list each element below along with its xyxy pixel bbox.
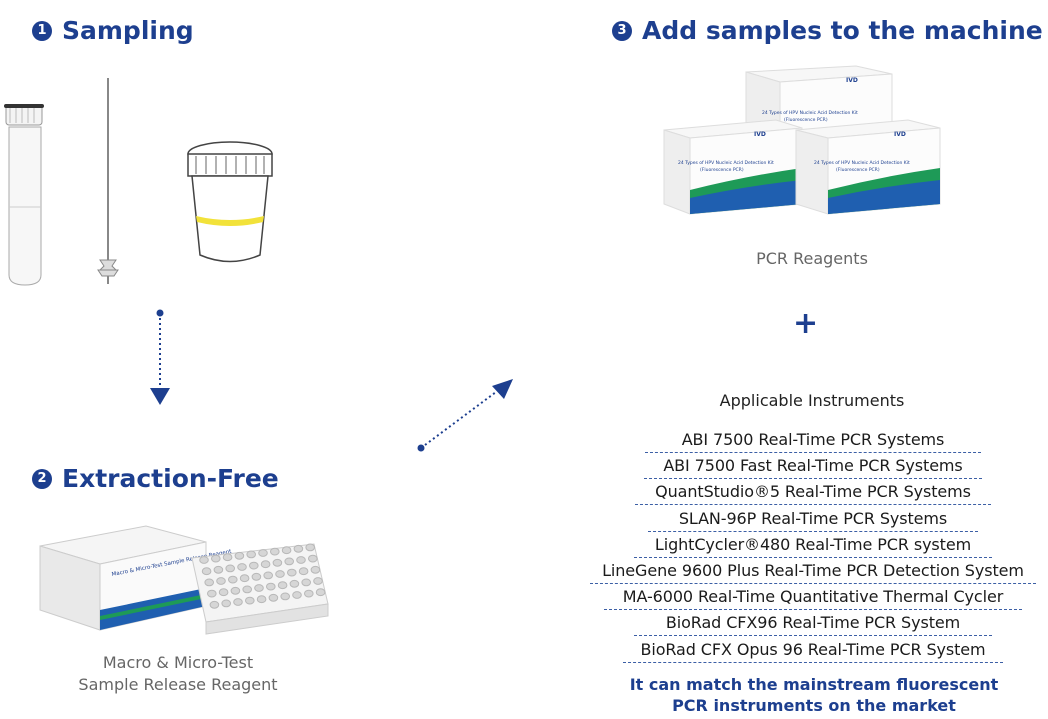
rack-well: [275, 570, 285, 578]
sample-tube-illustration: [4, 104, 44, 286]
extraction-caption-line2: Sample Release Reagent: [78, 675, 278, 694]
rack-well: [254, 584, 264, 592]
rack-well: [270, 547, 280, 556]
instrument-item: LightCycler®480 Real-Time PCR system: [634, 533, 992, 558]
rack-well: [284, 557, 294, 566]
rack-well: [293, 544, 304, 553]
extraction-caption: Macro & Micro-Test Sample Release Reagen…: [38, 652, 318, 696]
rack-well: [230, 586, 241, 595]
rack-well: [298, 567, 309, 576]
instrument-item: BioRad CFX Opus 96 Real-Time PCR System: [623, 638, 1003, 663]
rack-well: [304, 589, 314, 598]
rack-well: [201, 567, 212, 576]
rack-well: [222, 553, 233, 562]
rack-well: [237, 563, 247, 571]
rack-well: [308, 554, 318, 563]
plus-sign: +: [793, 306, 819, 341]
rack-well: [266, 582, 276, 591]
rack-well: [234, 551, 245, 560]
rack-well: [268, 593, 279, 602]
pcr-box-right-label2: (Fluorescence PCR): [836, 167, 880, 173]
instrument-item: BioRad CFX96 Real-Time PCR System: [634, 611, 992, 637]
sample-release-reagent-kit: Macro & Micro-Test Sample Release Reagen…: [39, 525, 329, 635]
rack-well: [310, 565, 321, 574]
step-1-title: 1 Sampling: [32, 16, 194, 45]
rack-well: [305, 543, 316, 552]
rack-well: [287, 568, 297, 577]
rack-well: [239, 574, 250, 583]
instrument-item: MA-6000 Real-Time Quantitative Thermal C…: [604, 585, 1022, 611]
rack-well: [216, 577, 226, 585]
step-2-label: Extraction-Free: [62, 464, 279, 493]
pcr-box-right-label1: 24 Types of HPV Nucleic Acid Detection K…: [814, 160, 910, 166]
instrument-item: ABI 7500 Real-Time PCR Systems: [645, 428, 981, 453]
rack-well: [280, 592, 290, 601]
rack-well: [313, 577, 323, 585]
rack-well: [296, 556, 306, 564]
rack-well: [211, 554, 221, 563]
instrument-item: SLAN-96P Real-Time PCR Systems: [648, 507, 978, 532]
tube-rack-wells: [199, 543, 326, 609]
pcr-box-back-ivd: IVD: [846, 77, 858, 84]
tagline-line1: It can match the mainstream fluorescent: [629, 675, 999, 694]
arrow-down-icon: [150, 309, 170, 405]
swab-illustration: [97, 78, 119, 284]
rack-well: [251, 572, 262, 581]
step-1-label: Sampling: [62, 16, 194, 45]
instruments-heading: Applicable Instruments: [719, 391, 905, 410]
pcr-box-back-label2: (Fluorescence PCR): [784, 117, 828, 123]
rack-well: [228, 575, 238, 584]
pcr-box-left: IVD 24 Types of HPV Nucleic Acid Detecti…: [663, 119, 803, 215]
pcr-reagent-boxes: IVD 24 Types of HPV Nucleic Acid Detecti…: [663, 65, 941, 215]
step-2-number: 2: [32, 468, 52, 489]
rack-well: [249, 561, 259, 570]
rack-well: [204, 578, 214, 587]
pcr-box-left-ivd: IVD: [754, 131, 766, 138]
rack-well: [263, 571, 273, 580]
rack-well: [301, 578, 312, 587]
rack-well: [209, 600, 220, 609]
step-3-label: Add samples to the machine: [642, 16, 1043, 45]
rack-well: [281, 546, 292, 555]
instrument-item: ABI 7500 Fast Real-Time PCR Systems: [644, 454, 982, 480]
rack-well: [221, 599, 231, 608]
rack-well: [292, 591, 302, 599]
pcr-box-right-ivd: IVD: [894, 131, 906, 138]
tagline-line2: PCR instruments on the market: [672, 696, 956, 715]
rack-well: [242, 585, 252, 594]
rack-well: [207, 589, 217, 598]
pcr-box-left-label1: 24 Types of HPV Nucleic Acid Detection K…: [678, 160, 774, 166]
rack-well: [233, 598, 243, 606]
rack-well: [246, 550, 256, 559]
pcr-box-back-label1: 24 Types of HPV Nucleic Acid Detection K…: [762, 110, 858, 116]
rack-well: [315, 588, 326, 597]
pcr-reagents-caption: PCR Reagents: [756, 249, 868, 268]
extraction-caption-line1: Macro & Micro-Test: [102, 653, 254, 672]
rack-well: [199, 556, 209, 564]
rack-well: [213, 565, 224, 574]
rack-well: [256, 595, 267, 604]
sampling-illustrations: [4, 78, 273, 286]
instrument-item: QuantStudio®5 Real-Time PCR Systems: [635, 480, 991, 506]
step-2-title: 2 Extraction-Free: [32, 464, 279, 493]
pcr-box-left-label2: (Fluorescence PCR): [700, 167, 744, 173]
instruments-tagline: It can match the mainstream fluorescent …: [594, 674, 1034, 716]
rack-well: [218, 588, 229, 597]
arrow-diagonal-icon: [417, 379, 513, 452]
rack-well: [260, 560, 271, 569]
rack-well: [272, 558, 283, 567]
sample-cup-illustration: [187, 141, 273, 263]
step-3-number: 3: [612, 20, 632, 41]
rack-well: [258, 549, 268, 557]
step-1-number: 1: [32, 20, 52, 41]
rack-well: [245, 596, 255, 605]
pcr-box-right: IVD 24 Types of HPV Nucleic Acid Detecti…: [795, 119, 941, 215]
rack-well: [289, 579, 300, 588]
rack-well: [225, 564, 235, 573]
instrument-item: LineGene 9600 Plus Real-Time PCR Detecti…: [590, 559, 1036, 584]
step-3-title: 3 Add samples to the machine: [612, 16, 1043, 45]
rack-well: [277, 581, 288, 590]
